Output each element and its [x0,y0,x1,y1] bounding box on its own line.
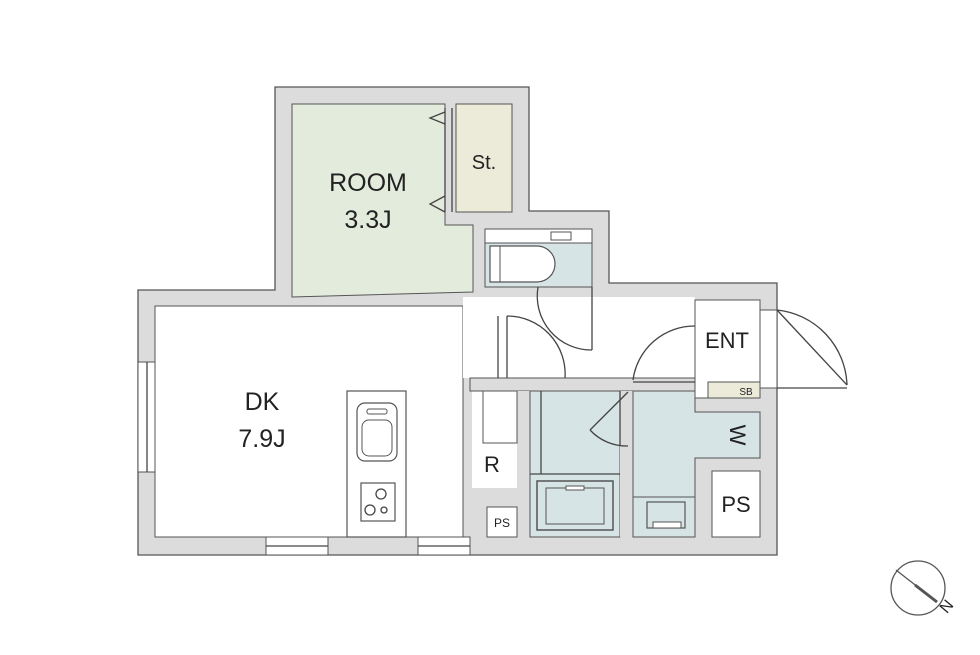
storage-label: St. [472,152,496,174]
toilet-icon [489,245,556,283]
compass-icon: N [890,560,957,617]
ps-large-label: PS [721,492,750,517]
kitchen-sink-icon [356,402,398,462]
bathtub-icon [536,480,614,531]
room-size: 3.3J [344,206,391,234]
toilet-tank [484,228,593,244]
storage-floor [455,103,513,213]
dk-size: 7.9J [238,425,285,453]
ps-small-box [486,506,518,538]
dk-floor [154,305,464,538]
kitchen-room-wall [469,377,696,392]
dk-label: DK [245,388,280,416]
fridge-space [482,390,518,444]
front-door-frame [759,309,778,389]
closet-label: W [725,425,750,446]
ps-small-label: PS [494,516,510,530]
room-floor [291,103,474,298]
room-label: ROOM [329,169,407,197]
stove-icon [360,482,396,522]
front-door-swing [776,309,848,386]
shoe-box-label: SB [739,387,753,398]
compass-north-label: N [937,597,957,617]
bath-wall [620,391,633,537]
toilet-sink [550,231,572,241]
hall-wall [517,391,530,537]
hallway-floor [463,297,695,378]
ps-large-box [711,470,761,538]
entrance-label: ENT [705,328,749,353]
shoe-box [707,381,761,399]
fridge-label: R [484,452,500,477]
washing-machine-area [632,496,696,538]
